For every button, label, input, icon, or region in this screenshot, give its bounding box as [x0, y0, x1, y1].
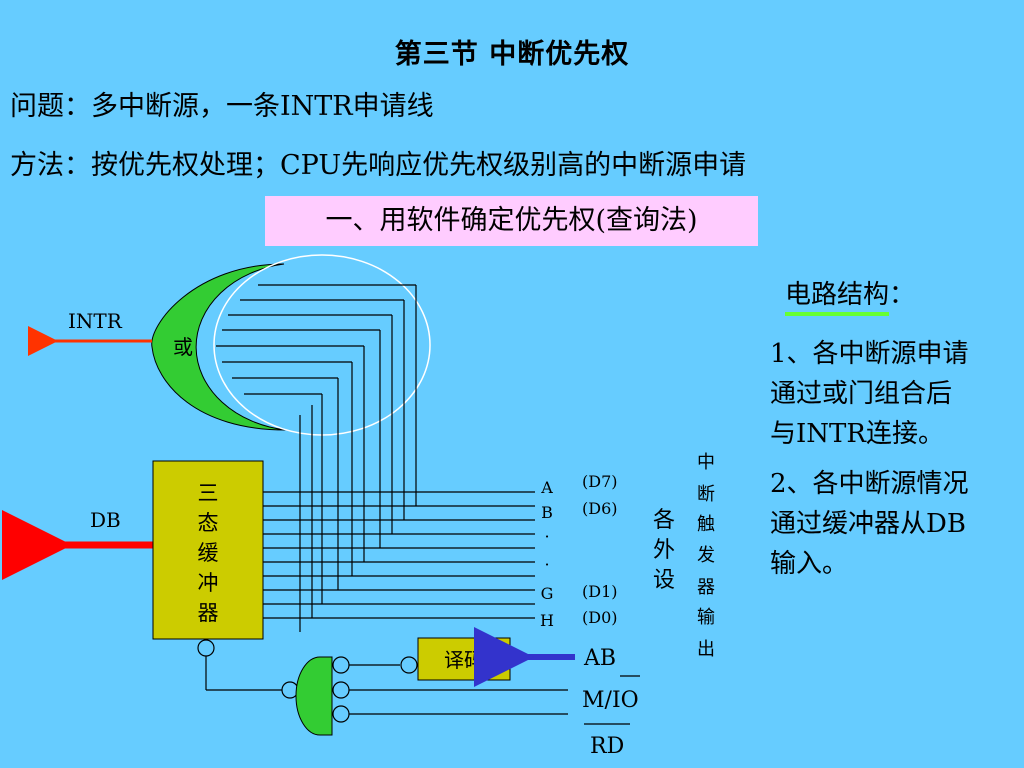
- intr-label: INTR: [68, 309, 123, 333]
- bit-d1: (D1): [582, 582, 618, 601]
- problem-text: 问题：多中断源，一条INTR申请线: [10, 91, 434, 122]
- ab-label: AB: [583, 646, 616, 671]
- buffer-char-4: 冲: [198, 571, 219, 595]
- buffer-char-1: 三: [198, 481, 219, 505]
- page-title: 第三节 中断优先权: [394, 39, 630, 70]
- decoder-label: 译码: [444, 648, 484, 672]
- or-gate-label: 或: [173, 335, 193, 359]
- buffer-char-3: 缓: [198, 541, 219, 565]
- note-1: 1、各中断源申请通过或门组合后与INTR连接。: [770, 339, 969, 449]
- or-inputs: [216, 284, 417, 632]
- line-letters: A B · · G H: [540, 478, 554, 630]
- letter-h: H: [540, 611, 554, 630]
- and-gate: [295, 656, 568, 736]
- or-gate: 或: [151, 254, 431, 436]
- method-text: 方法：按优先权处理；CPU先响应优先权级别高的中断源申请: [10, 150, 747, 181]
- trigger-output-label: 中 断 触 发 器 输 出: [697, 452, 715, 660]
- notes: 1、各中断源申请通过或门组合后与INTR连接。 2、各中断源情况通过缓冲器从DB…: [770, 334, 970, 594]
- decoder: 译码: [417, 637, 511, 681]
- bit-d6: (D6): [582, 499, 618, 518]
- letter-dot-1: ·: [544, 527, 549, 546]
- tristate-buffer: 三 态 缓 冲 器: [152, 460, 264, 640]
- trigger-char-6: 输: [697, 607, 715, 628]
- circuit-label-text: 电路结构: [785, 278, 890, 316]
- letter-b: B: [541, 503, 553, 522]
- peripheral-char-1: 各: [653, 508, 675, 533]
- db-label: DB: [90, 508, 121, 532]
- data-lines: [263, 491, 535, 619]
- bit-d0: (D0): [582, 608, 618, 627]
- mio-label: M/IO: [582, 688, 639, 713]
- section-heading: 一、用软件确定优先权(查询法): [265, 196, 758, 246]
- letter-dot-2: ·: [544, 555, 549, 574]
- trigger-char-1: 中: [697, 452, 715, 473]
- note-2: 2、各中断源情况通过缓冲器从DB输入。: [770, 469, 969, 579]
- peripheral-char-3: 设: [653, 568, 675, 593]
- trigger-char-4: 发: [697, 545, 715, 566]
- circuit-label-colon: ：: [889, 280, 916, 310]
- circuit-structure-label: 电路结构：: [785, 274, 915, 316]
- buffer-char-2: 态: [198, 511, 219, 535]
- letter-a: A: [540, 478, 553, 497]
- trigger-char-7: 出: [697, 639, 715, 660]
- peripherals-label: 各 外 设: [653, 508, 675, 593]
- bit-labels: (D7) (D6) (D1) (D0): [582, 472, 618, 627]
- bit-d7: (D7): [582, 472, 618, 491]
- trigger-char-3: 触: [697, 514, 715, 535]
- trigger-char-5: 器: [697, 577, 715, 598]
- rd-label: RD: [590, 734, 624, 759]
- trigger-char-2: 断: [697, 484, 715, 505]
- enable-wiring: [197, 639, 299, 699]
- buffer-char-5: 器: [198, 601, 219, 625]
- letter-g: G: [541, 584, 554, 603]
- peripheral-char-2: 外: [653, 538, 675, 563]
